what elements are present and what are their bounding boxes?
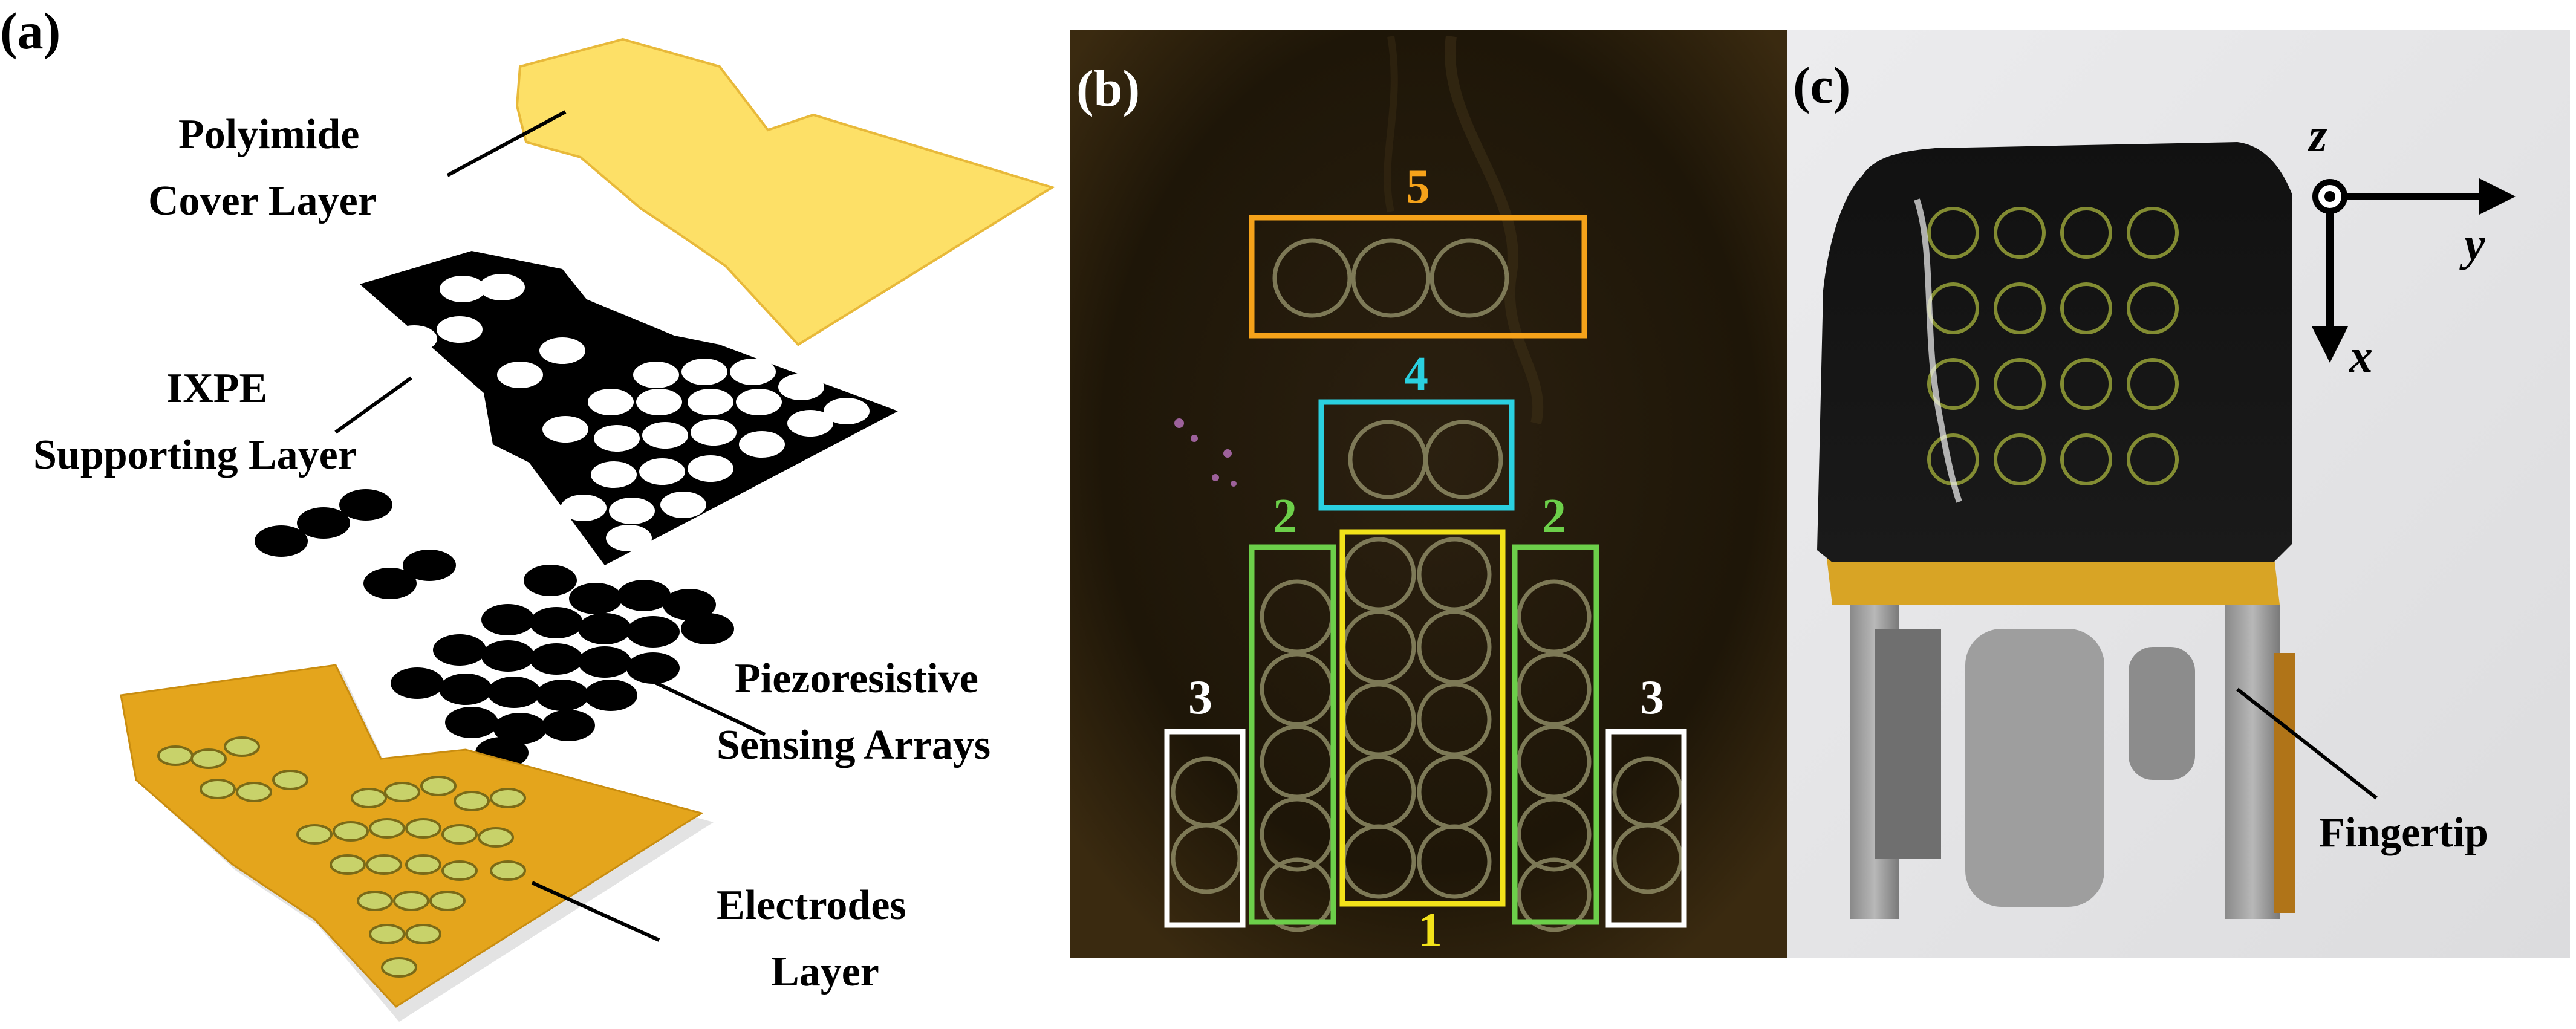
z-axis-symbol-dot — [2324, 191, 2335, 202]
region-2-right-label: 2 — [1542, 490, 1566, 543]
ixpe-holes — [391, 274, 870, 551]
cover-glare — [1914, 198, 1962, 503]
piezo-label-2: Sensing Arrays — [717, 722, 990, 768]
region-2-left-box — [1249, 544, 1336, 925]
region-3-right-label: 3 — [1640, 671, 1664, 724]
ixpe-supporting-layer — [360, 251, 898, 565]
ixpe-label-2: Supporting Layer — [33, 432, 357, 478]
region-3-left-box — [1164, 729, 1246, 928]
region-3-right-box — [1605, 729, 1687, 928]
region-2-left-label: 2 — [1273, 490, 1297, 543]
electrodes-leader-line — [531, 881, 660, 942]
region-1-label: 1 — [1418, 904, 1442, 957]
fingertip-label: Fingertip — [2319, 810, 2488, 856]
electrode-spirals — [157, 736, 526, 978]
pink-speckles — [1174, 418, 1237, 487]
electrodes-label-2: Layer — [771, 949, 879, 995]
y-axis-label: y — [2459, 218, 2485, 270]
piezo-sensing-dots — [255, 489, 734, 768]
electrodes-label-1: Electrodes — [717, 882, 906, 929]
polyimide-leader-line — [446, 110, 567, 177]
x-axis-arrowhead — [2312, 326, 2348, 363]
ixpe-leader-line — [334, 376, 412, 434]
coordinate-axes: z y x — [2307, 109, 2516, 382]
fingertip-leader-line — [2236, 687, 2378, 800]
x-axis-label: x — [2349, 329, 2373, 382]
polyimide-cover-layer — [515, 37, 1055, 346]
ixpe-label-1: IXPE — [166, 365, 267, 412]
gripper-right-plate-tip — [2274, 653, 2295, 913]
black-sensor-cover — [1817, 142, 2292, 562]
gripper-roller — [1965, 629, 2104, 907]
z-axis-label: z — [2307, 109, 2327, 161]
region-3-left-label: 3 — [1188, 671, 1212, 724]
panel-a-letter: (a) — [0, 2, 60, 60]
region-2-right-box — [1512, 544, 1599, 925]
kapton-tape-band — [1826, 553, 2280, 605]
polyimide-label-2: Cover Layer — [148, 178, 377, 224]
panel-b-letter: (b) — [1076, 59, 1140, 117]
gripper-right-plate — [2225, 605, 2280, 919]
panel-c: (c) z y x — [1787, 30, 2570, 958]
region-4-label: 4 — [1404, 348, 1428, 401]
panel-b: (b) 5 4 2 2 1 3 3 — [1070, 30, 1790, 958]
panel-a: (a) Polyimide Cover Layer — [0, 2, 1055, 1022]
region-1-box — [1339, 529, 1506, 907]
y-axis-arrowhead — [2479, 178, 2516, 215]
gripper-roller-hub — [2129, 647, 2195, 780]
piezo-label-1: Piezoresistive — [735, 655, 978, 702]
piezo-leader-line — [649, 678, 766, 736]
region-5-label: 5 — [1406, 160, 1430, 213]
region-5-box — [1249, 215, 1587, 339]
gripper-left-plate-2 — [1875, 629, 1941, 859]
cover-sensor-circles — [1927, 207, 2179, 485]
polyimide-label-1: Polyimide — [178, 111, 359, 158]
region-4-box — [1318, 399, 1515, 511]
panel-c-letter: (c) — [1793, 56, 1850, 114]
panel-b-photo — [1070, 30, 1790, 958]
